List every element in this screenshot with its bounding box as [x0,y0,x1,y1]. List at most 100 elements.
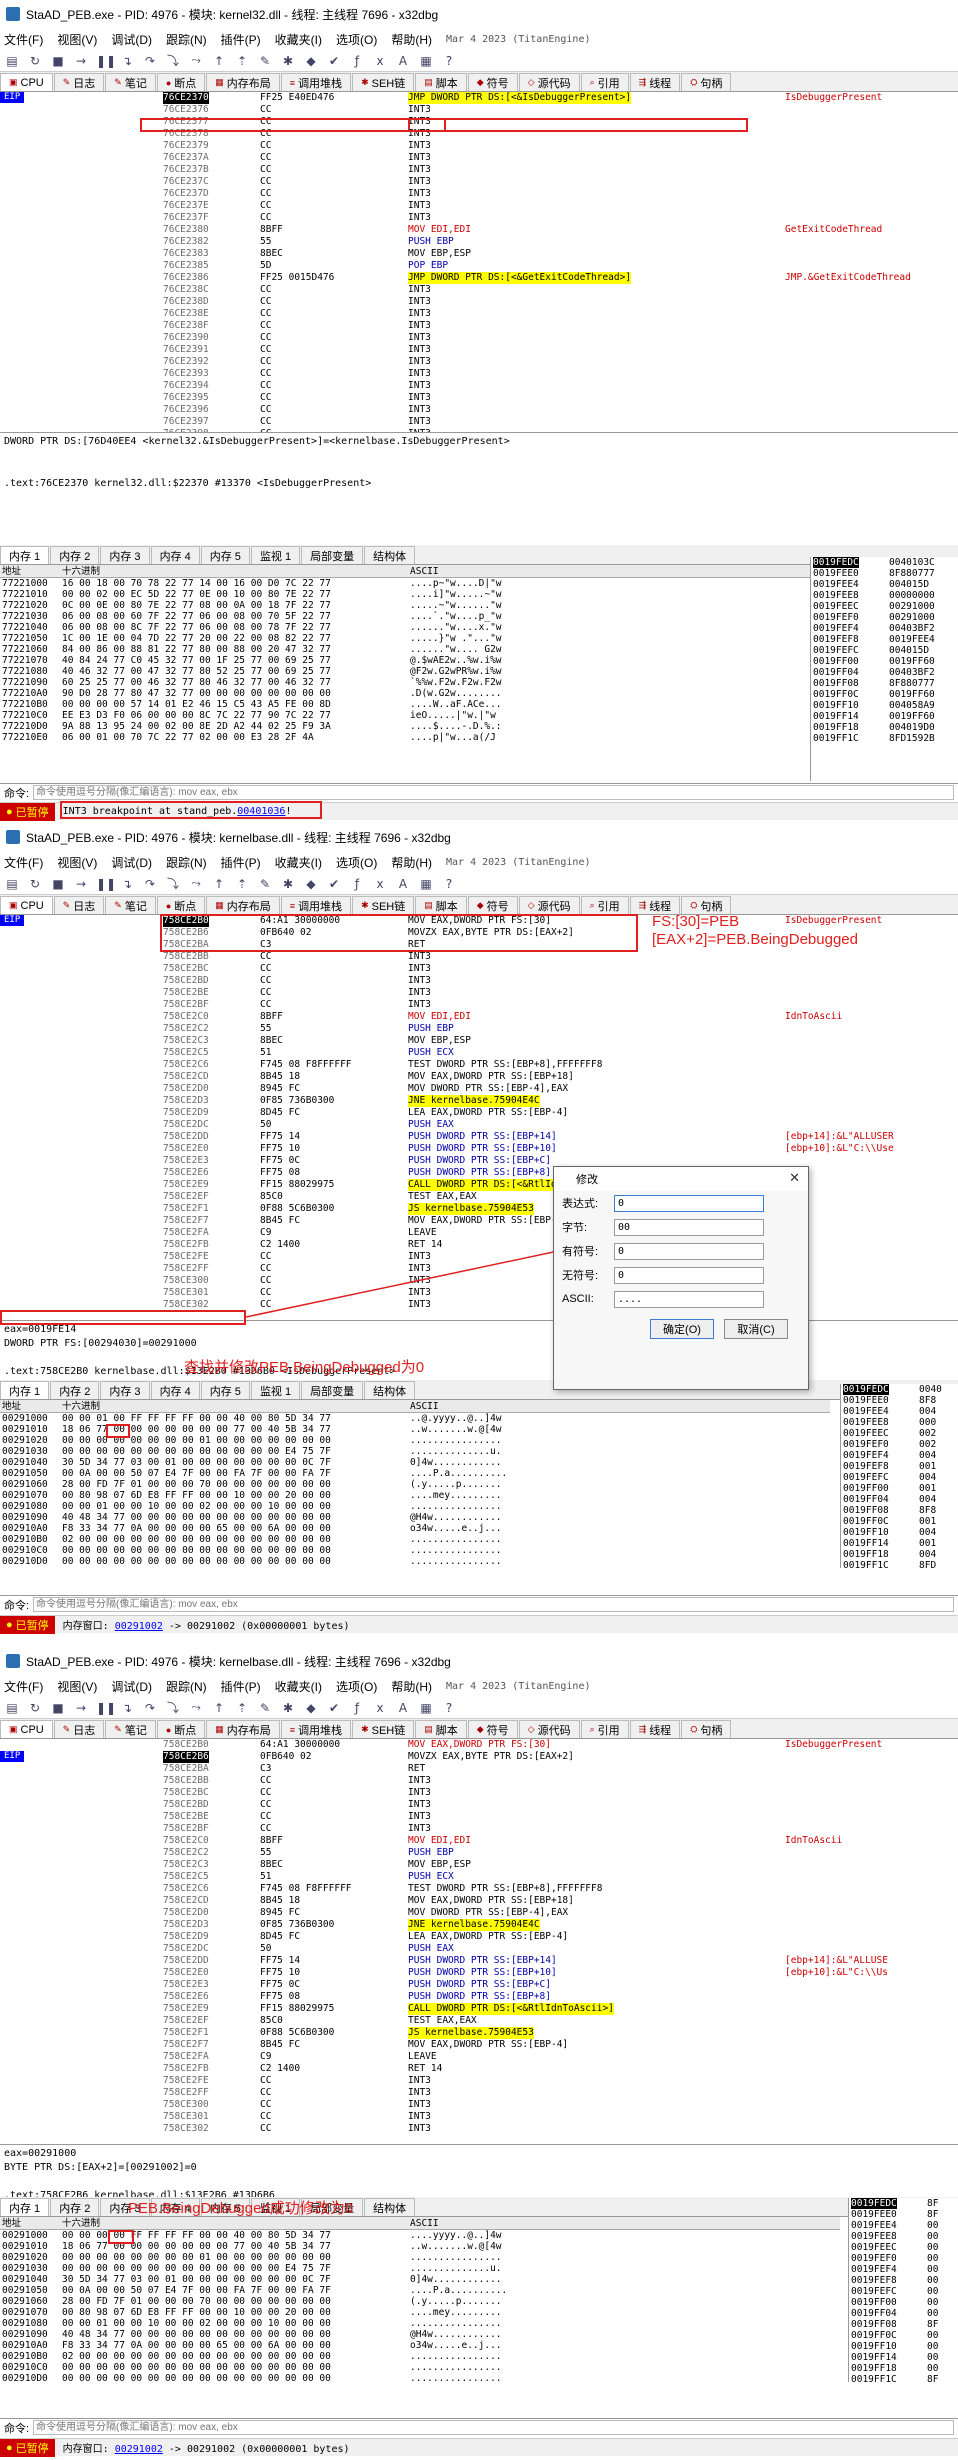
tab-0[interactable]: ▣CPU [0,1720,53,1738]
dump-tab-1[interactable]: 内存 2 [50,546,100,564]
tab-1[interactable]: ✎日志 [53,1720,105,1738]
menu-trace[interactable]: 跟踪(N) [166,32,207,47]
function-icon[interactable]: ƒ [354,876,360,891]
tab-5[interactable]: ≡调用堆栈 [280,896,352,914]
tab-1[interactable]: ✎日志 [53,896,105,914]
run-to-user-icon[interactable]: ⇡ [236,53,248,68]
font-icon[interactable]: A [398,876,408,891]
menu-help[interactable]: 帮助(H) [391,855,432,870]
run-to-user-icon[interactable]: ⇡ [236,876,248,891]
stop-icon[interactable]: ■ [52,1700,64,1715]
step-over-icon[interactable]: ↷ [144,53,156,68]
tab-2[interactable]: ✎笔记 [105,896,156,914]
menu-favourites[interactable]: 收藏夹(I) [274,1679,322,1694]
step-over-icon[interactable]: ↷ [144,876,156,891]
tab-3[interactable]: ●断点 [156,1720,206,1738]
tab-9[interactable]: ◇源代码 [518,73,580,91]
dump-tab-7[interactable]: 结构体 [364,546,416,564]
calculator-icon[interactable]: ▦ [420,876,432,891]
expression-icon[interactable]: x [376,876,384,891]
tab-0[interactable]: ▣CPU [0,73,53,91]
tab-10[interactable]: ⌕引用 [580,896,629,914]
tab-5[interactable]: ≡调用堆栈 [280,1720,352,1738]
close-icon[interactable]: ✕ [789,1170,800,1185]
menu-favourites[interactable]: 收藏夹(I) [274,855,322,870]
expression-icon[interactable]: x [376,1700,384,1715]
dump-tab-0[interactable]: 内存 1 [0,1381,50,1399]
label-icon[interactable]: ◆ [306,1700,316,1715]
command-input[interactable] [33,2420,954,2435]
restart-icon[interactable]: ↻ [29,1700,41,1715]
step-over-icon[interactable]: ↷ [144,1700,156,1715]
dump-tab-4[interactable]: 内存 5 [200,1381,250,1399]
run-icon[interactable]: → [75,53,87,68]
pause-icon[interactable]: ❚❚ [96,876,117,891]
menu-debug[interactable]: 调试(D) [111,1679,152,1694]
tab-4[interactable]: ▦内存布局 [206,896,280,914]
dump-tab-4[interactable]: 内存 5 [200,2198,250,2216]
menu-options[interactable]: 选项(O) [336,32,378,47]
tab-6[interactable]: ✱SEH链 [352,73,415,91]
tab-3[interactable]: ●断点 [156,73,206,91]
open-icon[interactable]: ▤ [6,53,18,68]
execute-till-return-icon[interactable]: ↑ [213,1700,225,1715]
patch-icon[interactable]: ✎ [259,1700,271,1715]
dump-tab-3[interactable]: 内存 4 [150,2198,200,2216]
calculator-icon[interactable]: ▦ [420,1700,432,1715]
status-address-link[interactable]: 00291002 [114,1621,163,1632]
status-address-link[interactable]: 00401036 [237,806,286,817]
help-icon[interactable]: ? [445,53,453,68]
